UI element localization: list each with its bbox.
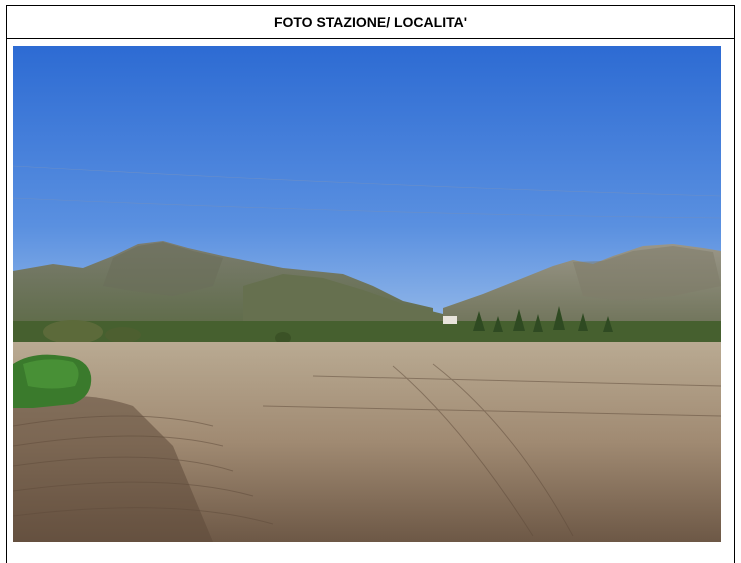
shrub bbox=[105, 327, 141, 343]
field-foreground bbox=[13, 396, 213, 542]
mountain-right-shade bbox=[573, 246, 721, 301]
landscape-photo bbox=[13, 46, 721, 542]
power-line bbox=[13, 197, 721, 219]
landscape-illustration bbox=[13, 46, 721, 542]
mountain-left-shade bbox=[103, 242, 223, 296]
shrub bbox=[275, 332, 291, 344]
house bbox=[443, 316, 457, 324]
green-bush-highlight bbox=[23, 359, 79, 389]
shrub bbox=[43, 320, 103, 344]
power-line bbox=[13, 165, 721, 197]
document-frame: FOTO STAZIONE/ LOCALITA' bbox=[6, 5, 735, 563]
section-title: FOTO STAZIONE/ LOCALITA' bbox=[7, 6, 734, 39]
tree-line bbox=[13, 321, 721, 343]
